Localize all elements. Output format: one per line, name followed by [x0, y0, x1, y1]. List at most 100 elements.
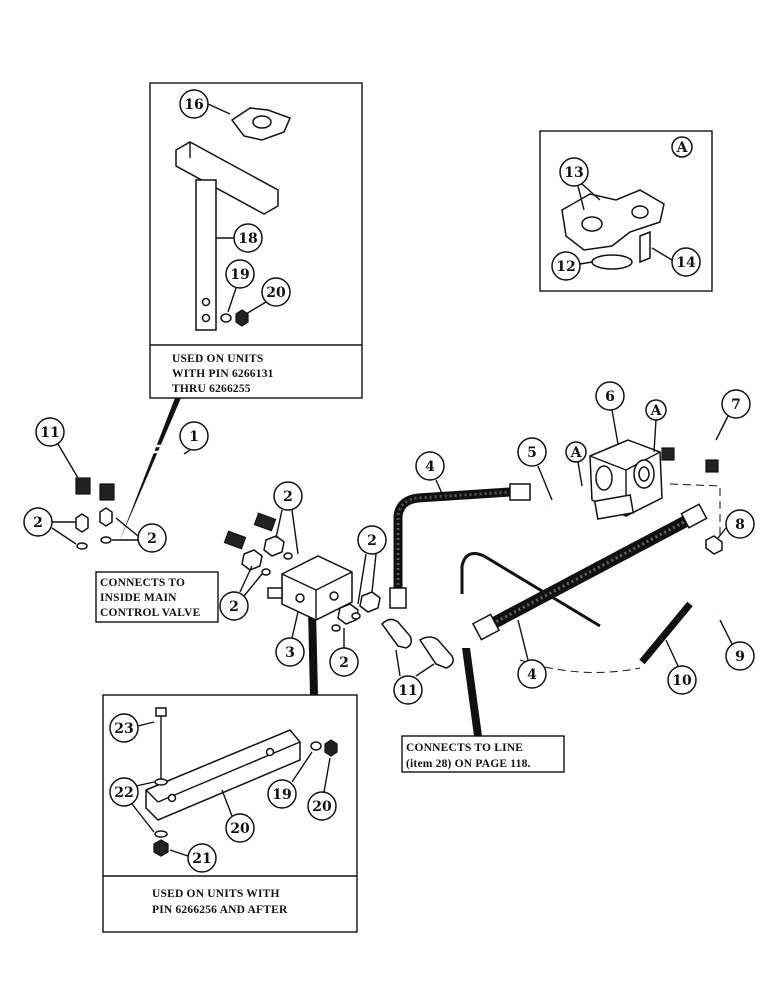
svg-text:CONNECTS TO LINE: CONNECTS TO LINE [406, 742, 523, 754]
callout-8: 8 [717, 509, 755, 539]
callout-21: 20 [221, 789, 255, 843]
svg-text:1: 1 [189, 429, 199, 445]
svg-text:4: 4 [527, 667, 537, 683]
strap-bracket [195, 179, 217, 331]
pointer-bottom-inset [308, 610, 318, 695]
svg-text:CONNECTS TO: CONNECTS TO [100, 577, 185, 589]
callout-23: 22 [109, 777, 155, 833]
svg-text:2: 2 [283, 489, 293, 505]
svg-text:14: 14 [676, 255, 696, 271]
svg-text:23: 23 [114, 721, 133, 737]
svg-text:THRU 6266255: THRU 6266255 [172, 383, 251, 395]
svg-text:4: 4 [425, 459, 435, 475]
pump [589, 439, 663, 520]
callout-12: 11 [35, 417, 79, 479]
svg-text:8: 8 [735, 517, 745, 533]
svg-text:19: 19 [230, 267, 249, 283]
callout-1: 1 [179, 421, 209, 455]
note-top-box: USED ON UNITS WITH PIN 6266131 THRU 6266… [172, 353, 274, 395]
callout-A-6: A [645, 399, 667, 453]
callout-20: 20 [245, 277, 291, 315]
svg-text:INSIDE MAIN: INSIDE MAIN [100, 592, 177, 604]
tube-9 [705, 535, 738, 616]
tube-assemblies-left [75, 444, 277, 550]
callout-24: 23 [109, 713, 155, 743]
note-connects-line: CONNECTS TO LINE (item 28) ON PAGE 118. [401, 735, 565, 773]
callout-13: 12 [551, 251, 593, 281]
svg-text:A: A [650, 403, 663, 419]
callout-2-d: 2 [219, 565, 263, 621]
callout-5: 5 [517, 437, 553, 501]
fittings-center [331, 591, 454, 669]
callout-2-b: 2 [112, 517, 167, 553]
callout-16: 14 [651, 247, 701, 277]
svg-text:20: 20 [312, 799, 332, 815]
svg-text:5: 5 [527, 445, 537, 461]
callout-2-a: 2 [23, 507, 77, 545]
note-connects-inside: CONNECTS TO INSIDE MAIN CONTROL VALVE [95, 571, 219, 623]
valve-block [267, 555, 353, 621]
svg-text:22: 22 [114, 785, 133, 801]
callout-20-b: 20 [307, 757, 337, 821]
svg-text:20: 20 [230, 821, 250, 837]
svg-text:10: 10 [672, 673, 692, 689]
channel-bracket [175, 141, 279, 215]
hose-upper [389, 483, 531, 609]
svg-text:2: 2 [147, 531, 157, 547]
inset-box-bottom [102, 694, 358, 933]
callout-4-upper: 4 [415, 451, 445, 499]
callout-22: 21 [169, 843, 217, 873]
split-flange [561, 189, 665, 251]
callout-19: 19 [225, 259, 255, 313]
callout-7: 7 [715, 389, 751, 441]
callout-17: 16 [179, 89, 231, 119]
svg-text:19: 19 [272, 787, 291, 803]
svg-text:WITH PIN 6266131: WITH PIN 6266131 [172, 368, 274, 380]
callout-4-lower: 4 [517, 619, 547, 689]
callout-2-f: 2 [329, 628, 359, 677]
svg-text:11: 11 [40, 425, 59, 441]
callout-A-inset: A [671, 136, 693, 158]
svg-text:2: 2 [339, 655, 349, 671]
callout-9: 9 [719, 619, 755, 671]
svg-text:18: 18 [238, 231, 257, 247]
svg-text:7: 7 [731, 397, 741, 413]
callouts: 16 18 19 20 A 13 12 14 11 1 2 2 2 2 2 2 … [23, 89, 755, 873]
svg-text:2: 2 [367, 533, 377, 549]
svg-text:12: 12 [556, 259, 575, 275]
svg-text:3: 3 [285, 645, 295, 661]
fittings-left [75, 507, 293, 576]
pointer-top-inset [120, 398, 181, 540]
svg-text:2: 2 [33, 515, 43, 531]
svg-text:16: 16 [184, 97, 203, 113]
svg-text:13: 13 [564, 165, 583, 181]
callout-6: 6 [595, 381, 625, 445]
callout-3: 3 [275, 611, 305, 667]
svg-text:CONTROL VALVE: CONTROL VALVE [100, 607, 201, 619]
callout-2-e: 2 [357, 525, 387, 605]
inset-box-top [149, 82, 363, 399]
svg-text:6: 6 [605, 389, 615, 405]
pointer-line-118 [462, 648, 482, 736]
callout-A-5: A [565, 441, 587, 487]
callout-11: 11 [393, 649, 435, 705]
note-bottom-box: USED ON UNITS WITH PIN 6266256 AND AFTER [152, 888, 288, 916]
callout-19-b: 19 [267, 751, 313, 809]
svg-text:2: 2 [229, 599, 239, 615]
svg-text:20: 20 [266, 285, 286, 301]
tube-7 [661, 438, 728, 473]
svg-text:9: 9 [735, 649, 745, 665]
svg-text:21: 21 [192, 851, 211, 867]
o-ring [591, 254, 633, 270]
hose-lower [460, 503, 708, 673]
inset-box-a [539, 130, 713, 292]
svg-text:A: A [676, 140, 689, 156]
svg-text:USED ON UNITS: USED ON UNITS [172, 353, 263, 365]
svg-text:(item 28) ON PAGE 118.: (item 28) ON PAGE 118. [406, 758, 531, 770]
capscrew [639, 230, 651, 264]
svg-text:PIN 6266256 AND AFTER: PIN 6266256 AND AFTER [152, 904, 288, 916]
svg-text:A: A [570, 445, 583, 461]
callout-18: 18 [216, 223, 263, 253]
callout-10: 10 [665, 639, 697, 695]
